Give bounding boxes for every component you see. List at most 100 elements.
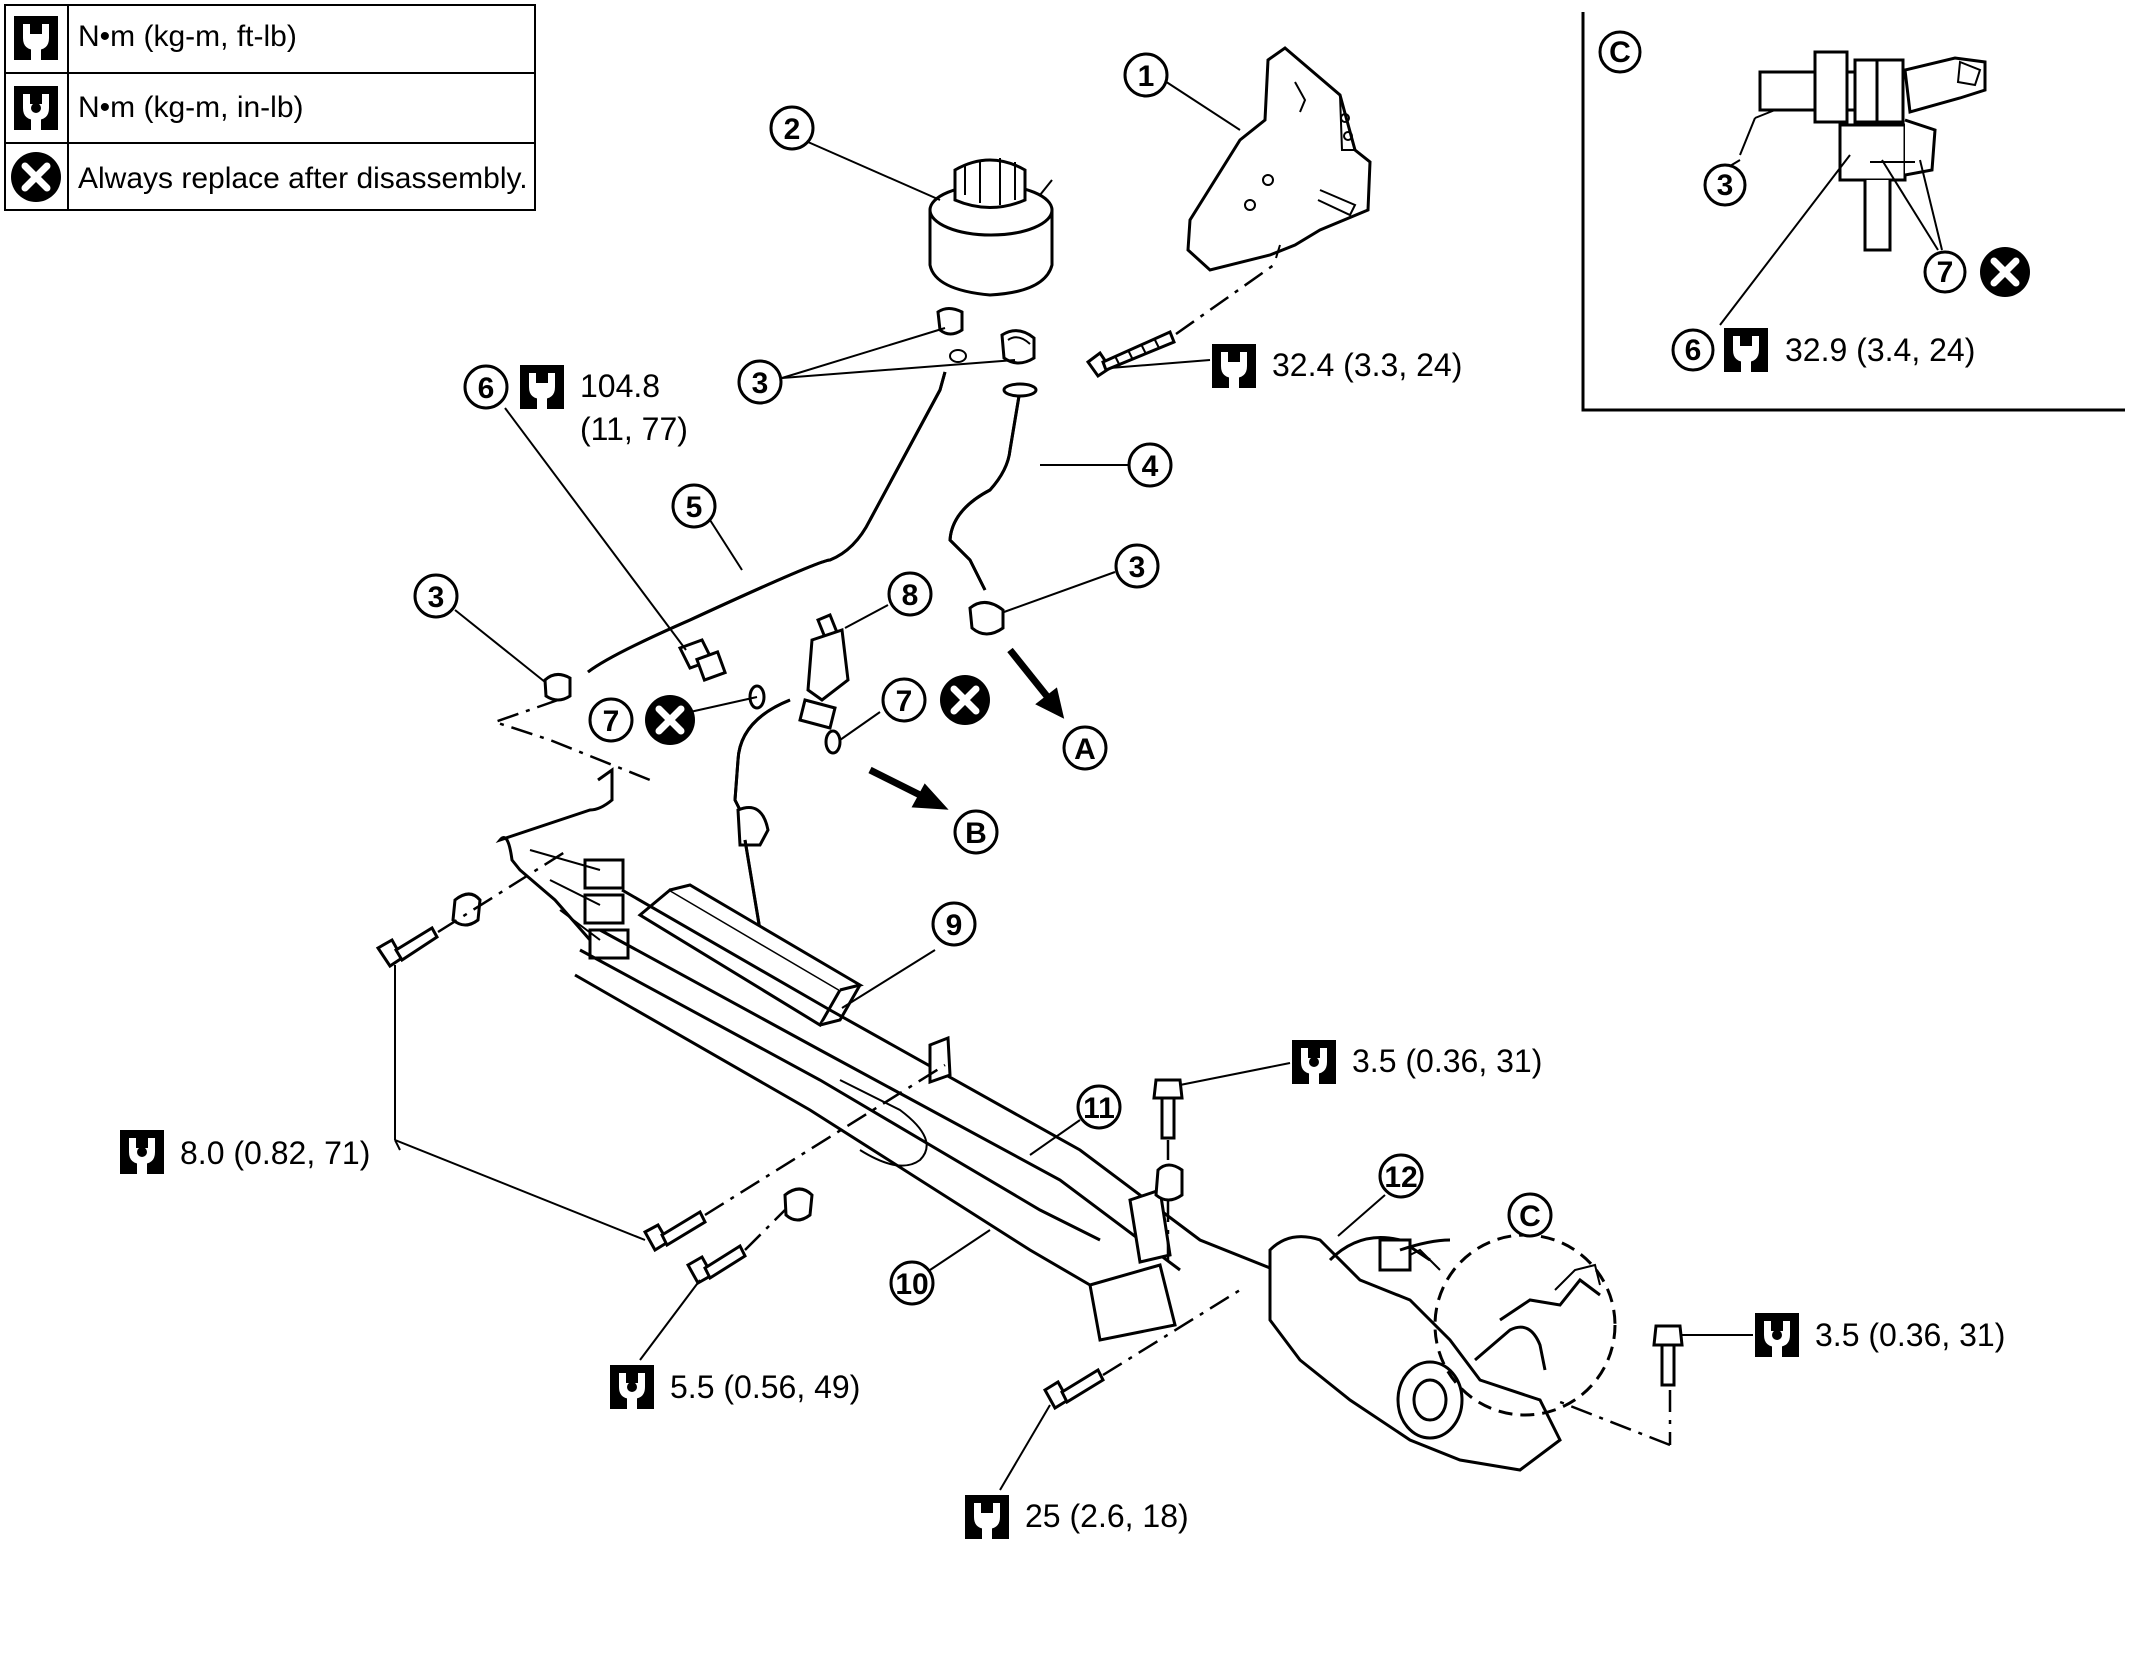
leader-torque-3-5-top	[1179, 1062, 1291, 1086]
callout-11-label: 11	[1083, 1092, 1115, 1125]
callout-6-detail	[1671, 328, 1715, 372]
leader-2	[807, 141, 941, 201]
leader-7-detail-a	[1881, 159, 1939, 251]
leader-3-top-b	[781, 359, 1016, 379]
tube-bracket-upper	[928, 1035, 952, 1085]
bracket-bolt	[1085, 329, 1176, 379]
legend-text-inlb: N•m (kg-m, in-lb)	[78, 91, 304, 124]
callout-7-detail	[1923, 250, 1967, 294]
callout-3-right	[1114, 543, 1160, 589]
part-8-high-pressure-hose	[733, 613, 850, 991]
callout-12-label: 12	[1384, 1161, 1417, 1194]
detail-c-box: C 3 6 32.9 (3.4, 24) 7	[1581, 12, 2125, 412]
torque-label-32-4: 32.4 (3.3, 24)	[1272, 347, 1462, 383]
ref-a-marker	[1062, 725, 1108, 771]
grommet-lower	[783, 1187, 814, 1222]
callout-8	[887, 571, 933, 617]
ref-c-label: C	[1519, 1200, 1541, 1233]
callout-6-detail-label: 6	[1685, 334, 1702, 367]
part-4-return-hose	[948, 389, 1022, 591]
torque-label-25: 25 (2.6, 18)	[1025, 1498, 1189, 1534]
torque-label-104-8: 104.8	[580, 368, 660, 404]
callout-3-left-label: 3	[428, 581, 445, 614]
bolt-3-5-top	[1152, 1078, 1184, 1202]
callout-7-left-label: 7	[603, 705, 620, 738]
callout-7-right-label: 7	[896, 685, 913, 718]
callout-5-label: 5	[686, 491, 703, 524]
callout-3-left	[413, 573, 459, 619]
torque-label-8-0: 8.0 (0.82, 71)	[180, 1135, 370, 1171]
callout-2	[769, 105, 815, 151]
leader-9	[841, 949, 936, 1009]
leader-3-top-a	[781, 327, 946, 379]
callout-3-top-label: 3	[752, 367, 769, 400]
part-7-washer-right	[824, 729, 842, 755]
tube-clamp-lower	[1088, 1263, 1177, 1342]
callout-1	[1123, 52, 1169, 98]
part-5-suction-hose	[587, 371, 947, 674]
arrow-to-b	[868, 766, 949, 810]
callout-7-left	[588, 697, 634, 743]
ref-a-label: A	[1074, 733, 1096, 766]
bolt-5-5	[685, 1243, 747, 1286]
legend-text-replace: Always replace after disassembly.	[78, 162, 528, 195]
ref-b-marker	[953, 809, 999, 855]
callout-11	[1076, 1084, 1122, 1130]
callout-8-label: 8	[902, 579, 919, 612]
callout-7-detail-label: 7	[1937, 256, 1954, 289]
callout-10-label: 10	[895, 1268, 928, 1301]
ref-c-detail-marker	[1598, 30, 1642, 74]
ref-c-detail-label: C	[1609, 36, 1631, 69]
part-10-return-tube	[574, 948, 1101, 1287]
part-3-clamp-left	[543, 673, 572, 702]
torque-ftlb-icon	[14, 16, 58, 60]
callout-9-label: 9	[946, 909, 963, 942]
leader-7-detail-b	[1919, 159, 1943, 251]
replace-icon	[1980, 247, 2030, 297]
torque-label-3-5-right: 3.5 (0.36, 31)	[1815, 1317, 2005, 1353]
callout-5	[671, 483, 717, 529]
legend-table: N•m (kg-m, ft-lb) N•m (kg-m, in-lb) Alwa…	[4, 4, 536, 211]
part-11-steering-tube	[599, 888, 1301, 1282]
callout-3-detail	[1703, 163, 1747, 207]
legend-text-ftlb: N•m (kg-m, ft-lb)	[78, 20, 297, 53]
callout-3-detail-label: 3	[1717, 169, 1734, 202]
callout-3-top	[737, 359, 783, 405]
callout-4-label: 4	[1142, 450, 1159, 483]
grommet-upper-left	[451, 892, 482, 927]
leader-12	[1337, 1194, 1386, 1237]
replace-icon	[940, 675, 990, 725]
leader-6-detail	[1719, 154, 1851, 326]
part-9-oil-cooler	[495, 767, 864, 1028]
part-6-eye-bolt	[677, 638, 728, 683]
leader-torque-5-5	[639, 1279, 701, 1361]
part-12-steering-gear	[1268, 1235, 1601, 1472]
leader-3-right	[1003, 571, 1116, 613]
detail-c-union-drawing	[1758, 50, 1987, 252]
leader-11	[1029, 1119, 1081, 1156]
leader-torque-8-0	[394, 1139, 646, 1241]
leader-5	[709, 519, 743, 571]
replace-icon	[645, 695, 695, 745]
leader-torque-25	[999, 1404, 1051, 1491]
torque-label-5-5: 5.5 (0.56, 49)	[670, 1369, 860, 1405]
callout-6	[463, 364, 509, 410]
leader-torque-32-4	[1109, 359, 1211, 369]
callout-4	[1127, 442, 1173, 488]
replace-icon	[11, 152, 61, 202]
part-1-bracket	[1186, 46, 1372, 272]
callout-12	[1378, 1153, 1424, 1199]
detail-c-indicator-circle	[1433, 1233, 1617, 1417]
tube-bracket-middle	[1128, 1188, 1172, 1264]
callout-9	[931, 901, 977, 947]
callout-2-label: 2	[784, 113, 801, 146]
leader-10	[929, 1229, 991, 1271]
callout-7-right	[881, 677, 927, 723]
leader-8	[844, 604, 889, 629]
bolt-25	[1042, 1367, 1105, 1411]
callout-6-label: 6	[478, 372, 495, 405]
torque-label-3-5-top: 3.5 (0.36, 31)	[1352, 1043, 1542, 1079]
callout-10	[889, 1260, 935, 1306]
torque-inlb-icon	[14, 86, 58, 130]
